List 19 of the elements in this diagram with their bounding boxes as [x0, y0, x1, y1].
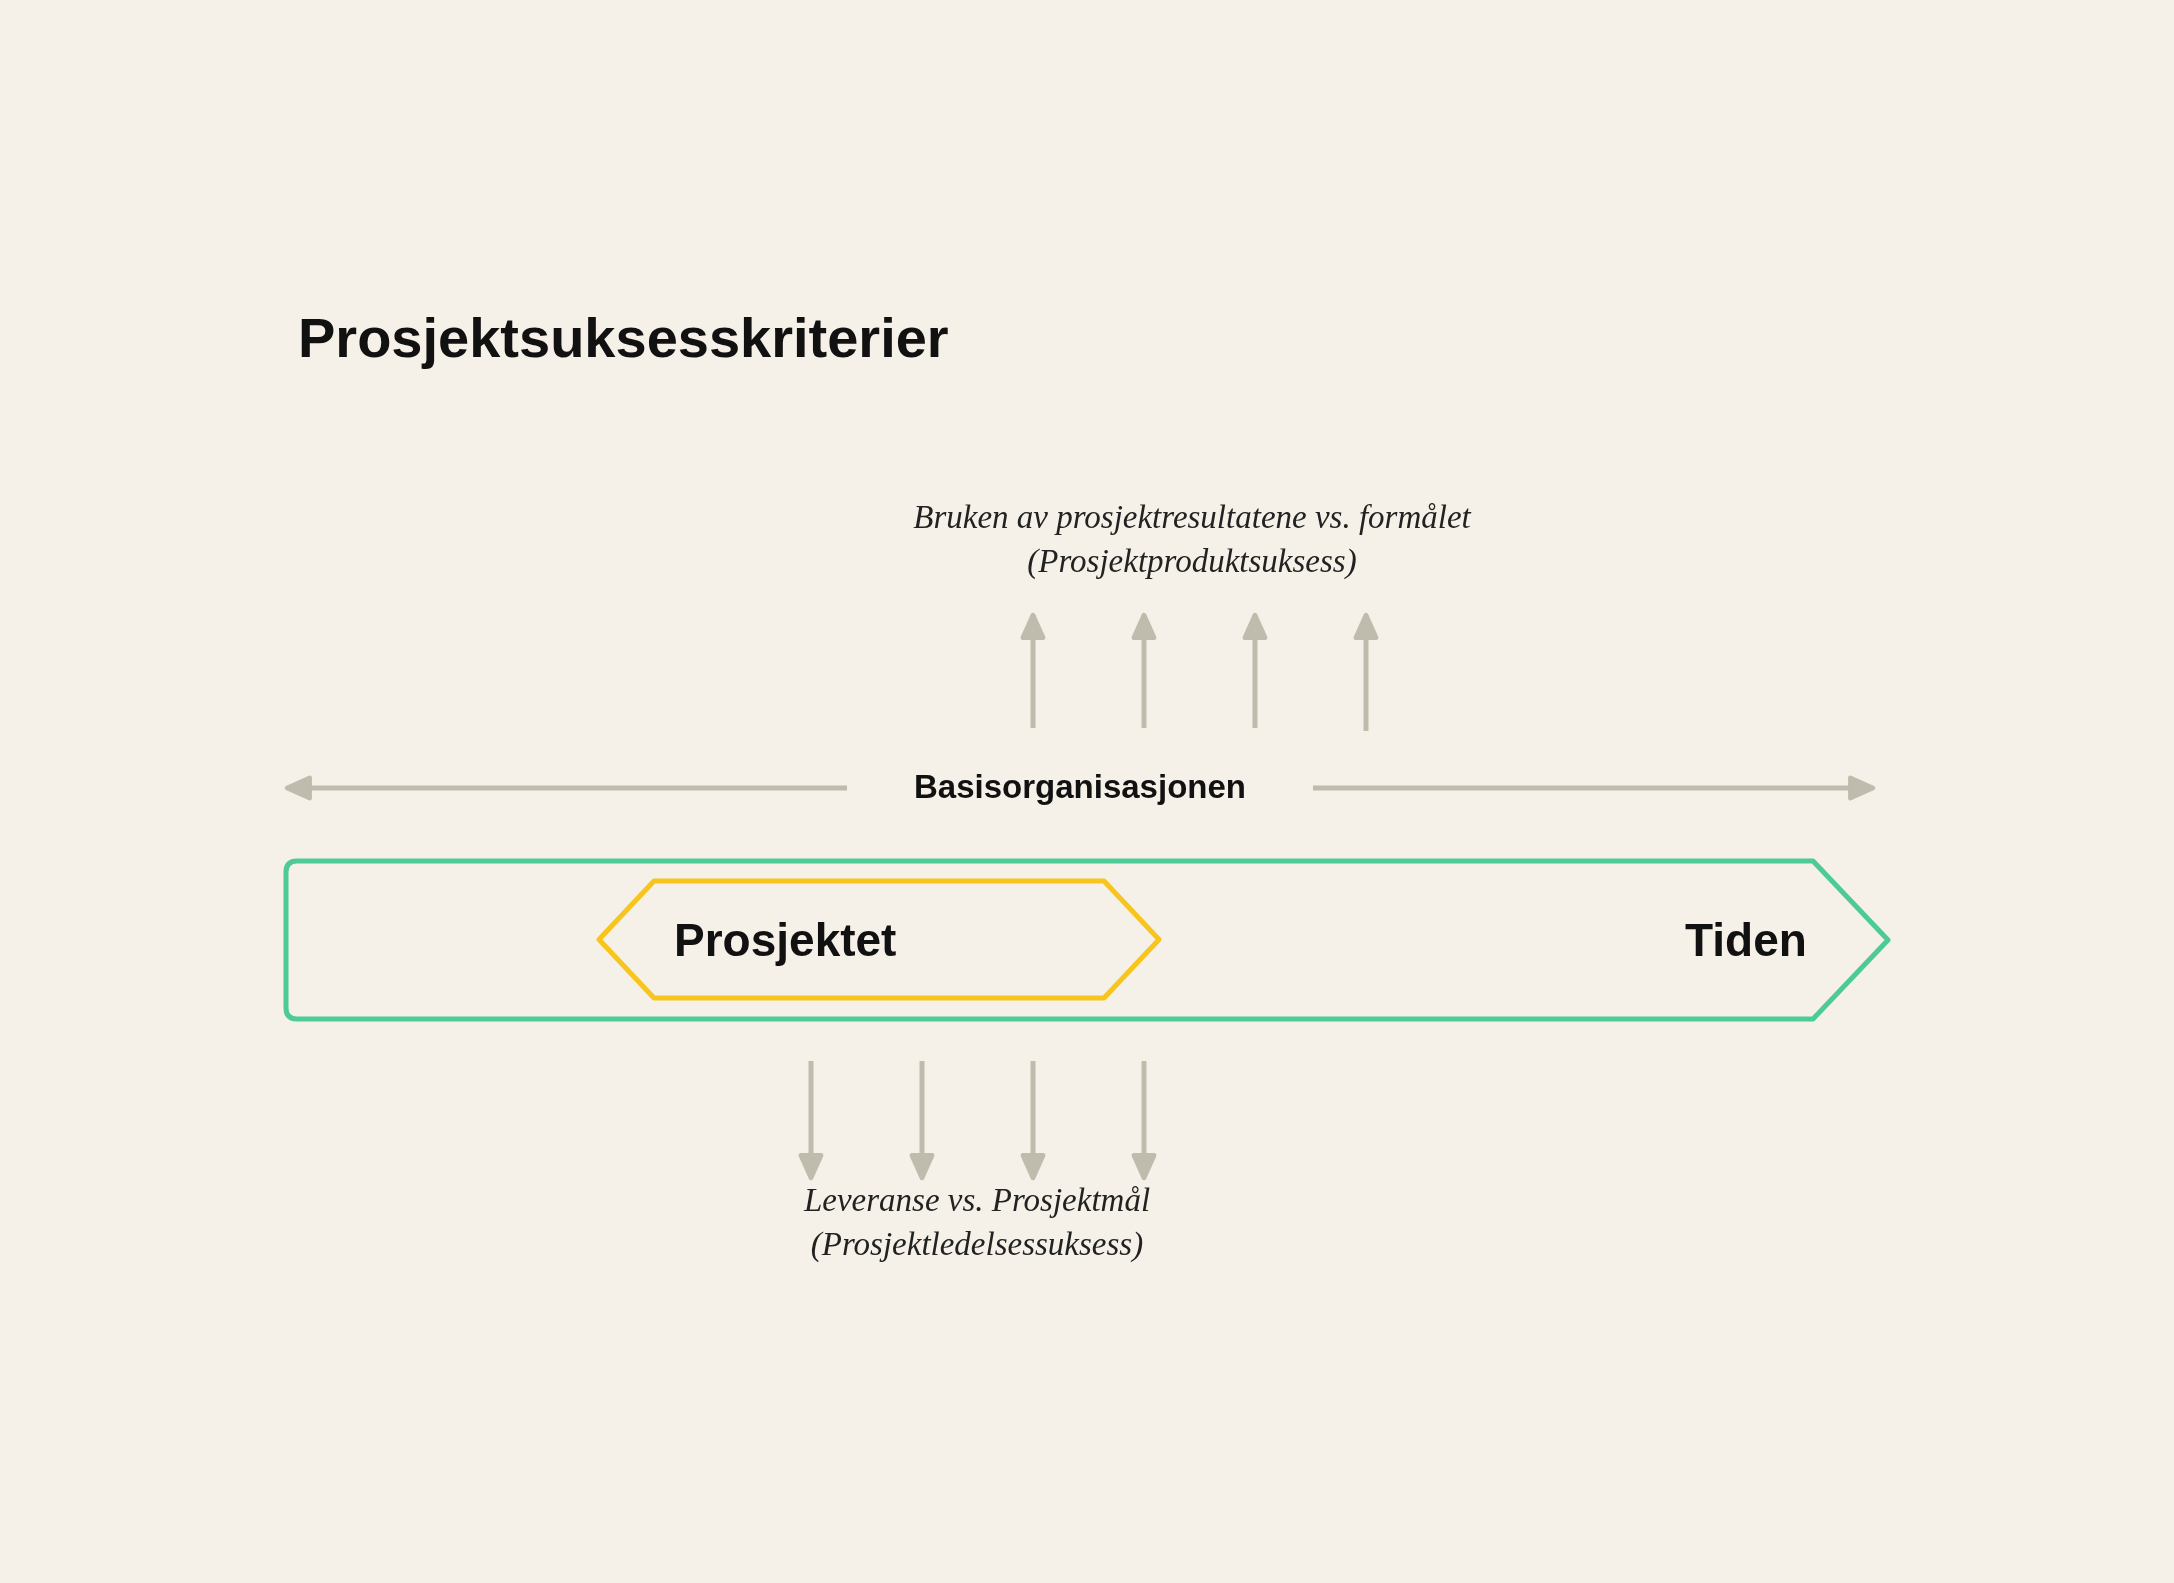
- arrow: [1242, 612, 1268, 728]
- diagram-title: Prosjektsuksesskriterier: [298, 305, 949, 370]
- arrow: [1131, 612, 1157, 728]
- arrow: [1353, 612, 1379, 731]
- arrow: [1131, 1061, 1157, 1181]
- box-label: Prosjektet: [674, 912, 897, 967]
- arrow: [1313, 775, 1876, 801]
- caption-text: Leveranse vs. Prosjektmål: [802, 1181, 1152, 1220]
- organization-label: Basisorganisasjonen: [847, 728, 1313, 814]
- arrow: [909, 1061, 935, 1181]
- caption-text: (Prosjektproduktsuksess): [1026, 542, 1358, 581]
- caption-text: Bruken av prosjektresultatene vs. formålet: [912, 498, 1473, 537]
- arrow: [1020, 1061, 1046, 1181]
- caption-text: (Prosjektledelsessuksess): [809, 1225, 1145, 1264]
- arrow: [798, 1061, 824, 1181]
- arrow: [1020, 612, 1046, 728]
- project-hexagon: [596, 878, 1162, 1001]
- box-label: Tiden: [1685, 913, 1807, 967]
- arrow: [284, 775, 847, 801]
